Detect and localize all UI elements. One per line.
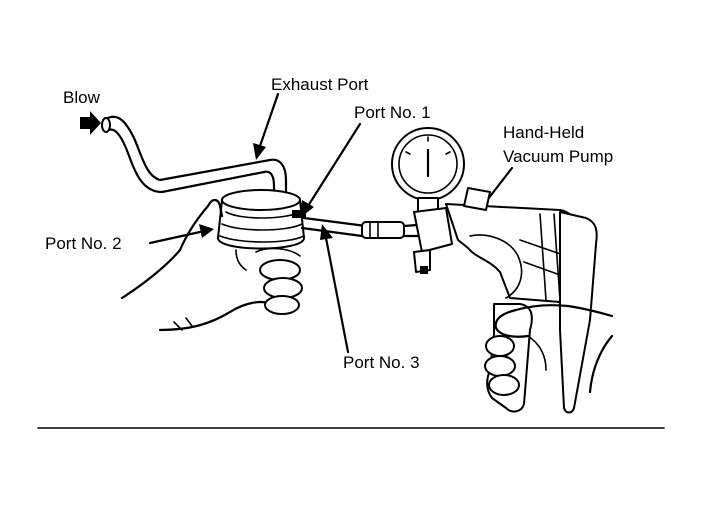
leader-exhaust-port [258,92,280,148]
label-port-no-2: Port No. 2 [45,234,122,253]
exhaust-hose [101,115,288,202]
leader-port-no-1 [306,122,362,208]
gauge-icon [391,127,465,213]
leader-port-no-2 [148,230,202,245]
label-exhaust-port: Exhaust Port [271,75,369,94]
label-pump-line-1: Hand-Held [503,123,584,142]
valve-canister [217,189,306,250]
label-port-no-1: Port No. 1 [354,103,431,122]
label-pump-line-2: Vacuum Pump [503,147,613,166]
left-hand [120,198,303,332]
leader-port-no-3 [324,236,350,354]
right-hand [484,304,614,396]
label-port-no-3: Port No. 3 [343,353,420,372]
label-blow: Blow [63,88,101,107]
blow-arrow-icon [80,111,101,135]
